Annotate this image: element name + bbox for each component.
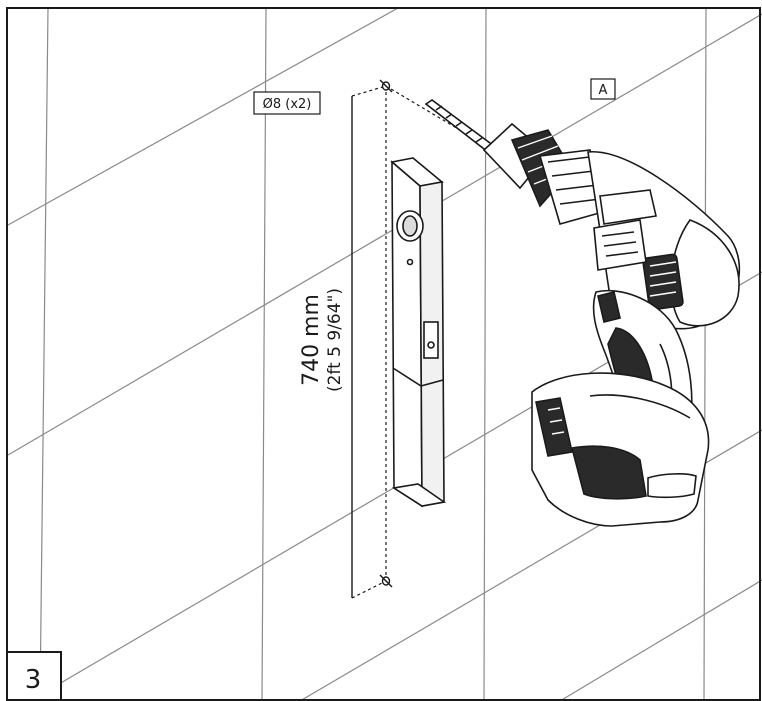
drill-bit [424,99,496,154]
distance-imperial-text: (2ft 5 9/64") [325,288,345,392]
step-number-text: 3 [25,665,42,695]
drill-body [587,151,741,330]
drill-bit-label: Ø8 (x2) [253,91,321,115]
drill-bit-size-text: Ø8 (x2) [263,97,312,112]
spirit-level [390,157,447,508]
frame-border [6,7,761,701]
cordless-drill [424,99,741,527]
tool-reference-text: A [599,83,608,98]
tool-reference-label: A [590,78,616,100]
drill-battery [531,372,710,527]
distance-metric-text: 740 mm [299,294,324,386]
step-number-box: 3 [6,651,62,701]
level-vial-tube [423,321,439,359]
distance-text-group: 740 mm (2ft 5 9/64") [299,288,345,392]
drill-hole-marks [379,79,393,588]
